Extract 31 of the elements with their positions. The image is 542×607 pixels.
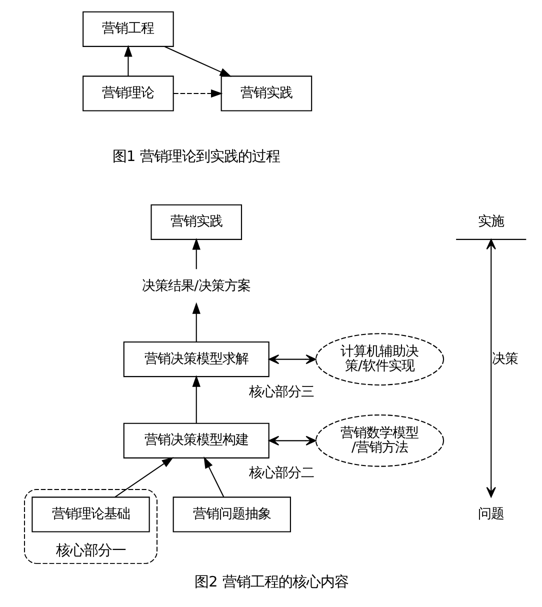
arrow [164,46,232,77]
node-box: 营销理论 [82,76,174,112]
node-box: 营销理论基础 [31,496,150,532]
node-box: 营销决策模型求解 [122,342,269,378]
node-text: 决策结果/决策方案 [142,279,250,294]
arrow [124,45,132,76]
arrow [486,239,496,498]
arrow [173,89,222,98]
caption: 图2 营销工程的核心内容 [194,574,348,590]
node-box: 营销工程 [82,11,174,47]
node-text: 问题 [478,507,504,522]
node-box: 营销实践 [220,76,312,112]
node-text: 实施 [478,214,504,230]
arrow [192,302,200,342]
node-label: 核心部分三 [248,384,314,400]
arrow [203,456,224,498]
arrow [114,457,174,498]
arrow [192,375,200,424]
edge-label: 决策 [492,352,518,367]
cluster [24,489,157,564]
node-ellipse: 计算机辅助决策/软件实现 [314,333,444,386]
node-box: 营销问题抽象 [172,496,290,532]
node-box: 营销决策模型构建 [122,422,269,458]
label: 图1 营销理论到实践的过程 [112,149,280,166]
node-box: 营销实践 [150,204,242,240]
arrow [192,238,200,270]
node-label: 核心部分一 [55,542,126,559]
arrow [268,354,316,364]
node-ellipse: 营销数学模型/营销方法 [314,414,444,467]
arrow [268,436,316,446]
node-label: 核心部分二 [248,466,314,482]
